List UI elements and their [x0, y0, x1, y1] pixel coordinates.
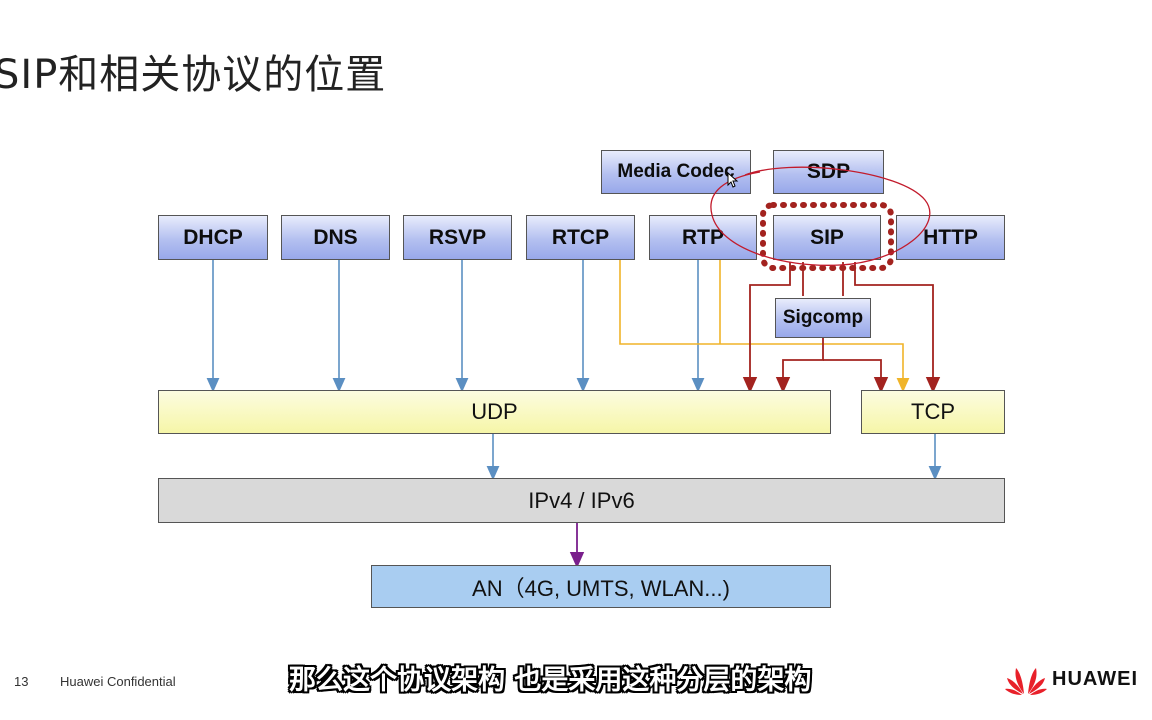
rsvp-box: RSVP [403, 215, 512, 260]
sigcomp-tcp-line [823, 359, 889, 394]
http-box: HTTP [896, 215, 1005, 260]
blue-arrows [206, 260, 942, 481]
huawei-logo-icon [1005, 668, 1047, 695]
media-codec-box: Media Codec [601, 150, 751, 194]
mouse-cursor-icon [727, 172, 739, 188]
sip-tcp-line [854, 262, 941, 394]
rtcp-tcp-line [619, 260, 910, 393]
sdp-box: SDP [773, 150, 884, 194]
sigcomp-box: Sigcomp [775, 298, 871, 338]
an-layer: AN（4G, UMTS, WLAN...) [371, 565, 831, 608]
red-ellipse [710, 166, 931, 266]
udp-layer: UDP [158, 390, 831, 434]
yellow-lines [619, 260, 910, 393]
sip-lines [742, 262, 941, 394]
sip-box: SIP [773, 215, 881, 260]
rtcp-box: RTCP [526, 215, 635, 260]
video-subtitle: 那么这个协议架构 也是采用这种分层的架构 [289, 665, 812, 696]
sigcomp-udp-line [775, 338, 824, 394]
rtp-box: RTP [649, 215, 757, 260]
huawei-brand: HUAWEI [1052, 668, 1138, 690]
dotted-highlight-box [760, 202, 894, 271]
tcp-layer: TCP [861, 390, 1005, 434]
slide-title: SIP和相关协议的位置 [0, 52, 387, 98]
ip-layer: IPv4 / IPv6 [158, 478, 1005, 523]
confidential-label: Huawei Confidential [60, 674, 176, 689]
page-number: 13 [14, 674, 29, 689]
dns-box: DNS [281, 215, 390, 260]
sip-udp-line [742, 262, 791, 394]
dhcp-box: DHCP [158, 215, 268, 260]
